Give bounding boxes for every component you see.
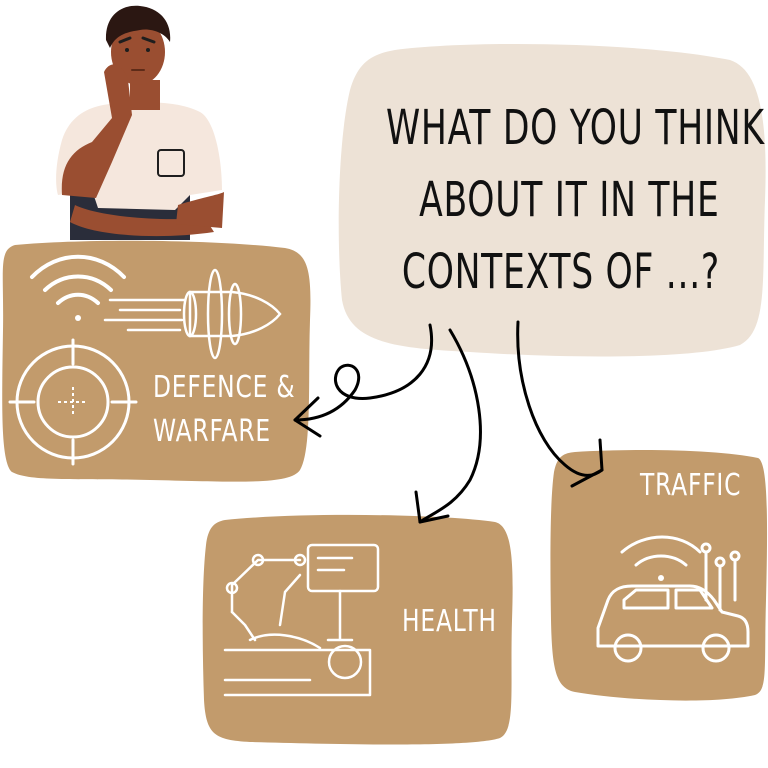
traffic-card [550,450,768,701]
defence-label-line-2: WARFARE [153,414,271,449]
defence-label-line-1: DEFENCE & [153,370,296,405]
question-line-3: CONTEXTS OF ...? [401,244,720,300]
connector-arrows [293,320,604,524]
arrow-to-health [418,328,482,524]
question-line-2: ABOUT IT IN THE [419,172,720,228]
bullet-missile-icon [103,268,282,360]
traffic-label: TRAFFIC [640,468,742,503]
robotic-surgery-icon [223,543,380,697]
arrow-to-defence [293,323,433,422]
arrowhead-traffic [570,438,604,488]
health-label: HEALTH [402,604,497,639]
question-line-1: WHAT DO YOU THINK [386,100,765,156]
defence-label: DEFENCE & WARFARE [153,366,295,454]
health-card [202,514,513,745]
arrowhead-health [414,490,450,524]
crosshair-target-icon [8,338,138,466]
arrowhead-defence [293,396,322,438]
defence-card [2,240,311,482]
smart-car-icon [596,535,750,663]
question-bubble [338,44,766,357]
question-text: WHAT DO YOU THINK ABOUT IT IN THE CONTEX… [386,92,765,308]
thinking-person-illustration [56,5,224,240]
wifi-signal-icon [30,254,126,321]
